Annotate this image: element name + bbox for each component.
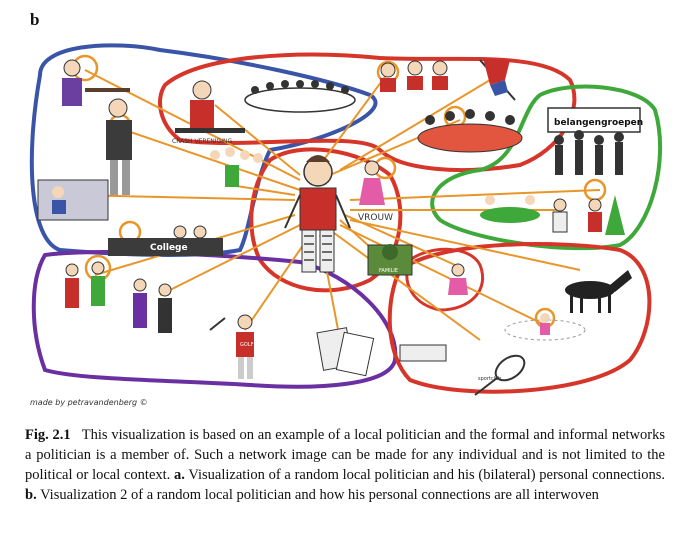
college-label: College xyxy=(150,243,188,253)
caption-a-label: a. xyxy=(174,467,185,483)
peripheral-figures xyxy=(37,58,641,396)
council-table-figure xyxy=(244,80,356,113)
golf-label: GOLF xyxy=(240,342,254,348)
sign-board xyxy=(547,107,641,133)
interest-groups-figures xyxy=(554,130,624,175)
park-picture xyxy=(367,244,413,276)
caption-b-label: b. xyxy=(25,487,37,503)
red-group-loop-center xyxy=(249,147,403,293)
green-group-loop xyxy=(430,84,663,251)
signature-label: made by petravandenberg © xyxy=(30,398,148,407)
girl-figure xyxy=(448,263,468,295)
caption-text-2: Visualization of a random local politici… xyxy=(184,467,666,483)
vrouw-label: VROUW xyxy=(358,213,393,223)
singers-figure xyxy=(210,147,263,187)
crash-group-figure xyxy=(175,80,245,133)
dinner-table-figure xyxy=(417,109,523,153)
flag-figure xyxy=(479,58,516,101)
belangengroepen-label: belangengroepen xyxy=(554,118,643,128)
family-figures xyxy=(552,195,625,235)
sportclub-building xyxy=(399,344,447,362)
figure-number: Fig. 2.1 xyxy=(25,427,71,443)
figure-caption: Fig. 2.1 This visualization is based on … xyxy=(25,425,665,505)
crash-label: CRASH VERENIGING xyxy=(172,138,232,145)
purple-group-loop xyxy=(31,250,398,389)
woman-in-pink-figure xyxy=(359,160,385,205)
playing-cards-figure xyxy=(316,327,375,377)
red-group-loop-small xyxy=(405,247,485,312)
bottom-left-men-figures xyxy=(65,261,172,333)
central-politician-figure xyxy=(284,155,351,273)
family-label: FAMILIE xyxy=(379,268,398,274)
caption-text-3: Visualization 2 of a random local politi… xyxy=(36,487,599,503)
sportclub-label: sportclub xyxy=(478,376,501,382)
woman-at-desk-figure xyxy=(62,59,130,106)
meeting-group-top-right xyxy=(380,60,448,92)
dance-circle-figure xyxy=(504,313,586,341)
tennis-racket-figure xyxy=(474,354,526,396)
college-students-figure xyxy=(108,225,223,256)
red-group-loop-bottom xyxy=(387,242,652,394)
caption-text-1: This visualization is based on an exampl… xyxy=(25,427,665,483)
office-desk-figure xyxy=(37,179,109,221)
mayor-figure xyxy=(106,98,132,195)
golfer-figure xyxy=(209,314,254,379)
panel-label: b xyxy=(30,10,40,29)
network-illustration: CRASH VERENIGING College VROUW belangeng… xyxy=(29,43,663,407)
card-players-figure xyxy=(480,195,540,223)
horse-figure xyxy=(565,270,632,313)
